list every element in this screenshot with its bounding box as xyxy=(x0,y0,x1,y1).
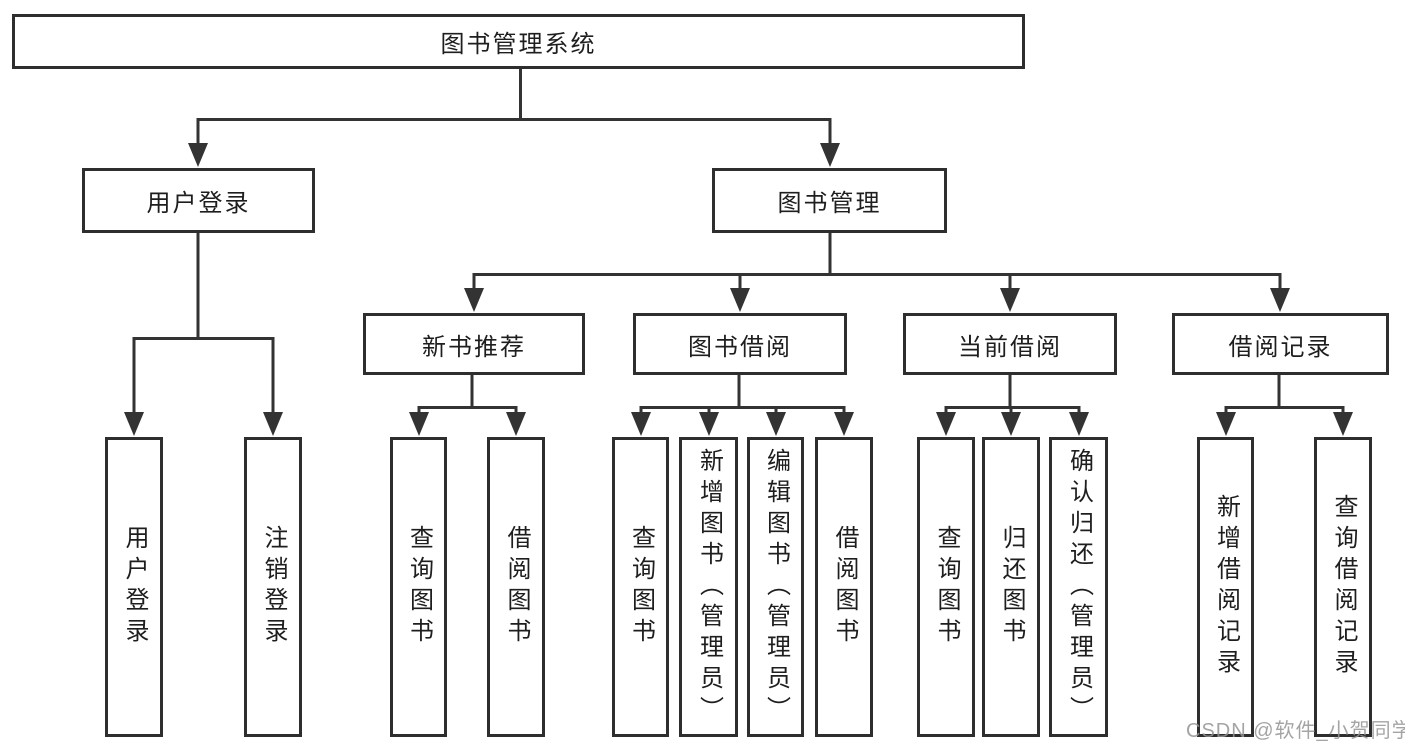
leaf-query-borrow-record: 查询借阅记录 xyxy=(1314,437,1372,737)
arrowhead-icon xyxy=(1216,412,1236,436)
leaf-add-borrow-record: 新增借阅记录 xyxy=(1197,437,1254,737)
arrowhead-icon xyxy=(1270,288,1290,312)
leaf-query-books-recommend: 查询图书 xyxy=(390,437,447,737)
node-borrow-records: 借阅记录 xyxy=(1172,313,1389,375)
arrowhead-icon xyxy=(409,412,429,436)
leaf-user-login: 用户登录 xyxy=(105,437,163,737)
node-user-login: 用户登录 xyxy=(82,168,315,233)
arrowhead-icon xyxy=(1069,412,1089,436)
node-book-management: 图书管理 xyxy=(712,168,947,233)
node-book-borrowing: 图书借阅 xyxy=(633,313,847,375)
arrowhead-icon xyxy=(820,143,840,167)
arrowhead-icon xyxy=(699,412,719,436)
wire-book-mgmt-branch xyxy=(472,233,1282,290)
arrowhead-icon xyxy=(631,412,651,436)
arrowhead-icon xyxy=(188,143,208,167)
arrowhead-icon xyxy=(506,412,526,436)
arrowhead-icon xyxy=(766,412,786,436)
leaf-return-books: 归还图书 xyxy=(982,437,1040,737)
wire-new-books-branch xyxy=(417,375,518,414)
leaf-confirm-return-admin: 确认归还（管理员） xyxy=(1049,437,1108,737)
leaf-edit-book-admin: 编辑图书（管理员） xyxy=(747,437,804,737)
leaf-logout: 注销登录 xyxy=(244,437,302,737)
leaf-query-books-current: 查询图书 xyxy=(917,437,975,737)
arrowhead-icon xyxy=(464,288,484,312)
arrowhead-icon xyxy=(1000,288,1020,312)
leaf-add-book-admin: 新增图书（管理员） xyxy=(679,437,738,737)
watermark-text: CSDN @软件_小贺同学 xyxy=(1186,720,1405,742)
node-new-book-recommend: 新书推荐 xyxy=(363,313,585,375)
arrowhead-icon xyxy=(263,412,283,436)
arrowhead-icon xyxy=(730,288,750,312)
leaf-borrow-books-recommend: 借阅图书 xyxy=(487,437,545,737)
arrowhead-icon xyxy=(124,412,144,436)
arrowheads xyxy=(124,143,1353,436)
arrowhead-icon xyxy=(936,412,956,436)
wire-user-login-branch xyxy=(132,233,275,413)
connector-lines xyxy=(132,69,1345,414)
node-library-system: 图书管理系统 xyxy=(12,14,1025,69)
wire-root-branch xyxy=(196,69,832,144)
arrowhead-icon xyxy=(1001,412,1021,436)
arrowhead-icon xyxy=(1333,412,1353,436)
leaf-borrow-books-borrowing: 借阅图书 xyxy=(815,437,873,737)
wire-borrowing-branch xyxy=(639,375,846,414)
wire-records-branch xyxy=(1224,375,1345,414)
node-current-borrowing: 当前借阅 xyxy=(903,313,1117,375)
wire-current-branch xyxy=(944,375,1081,414)
leaf-query-books-borrowing: 查询图书 xyxy=(612,437,669,737)
arrowhead-icon xyxy=(834,412,854,436)
